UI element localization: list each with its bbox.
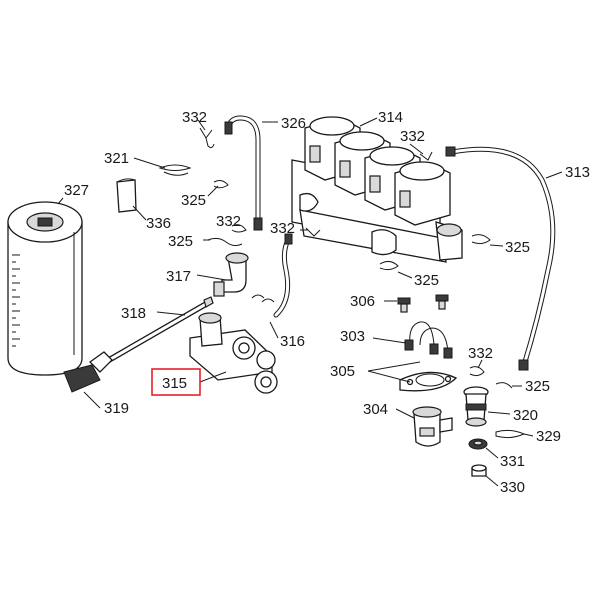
- label-325-a: 325: [181, 192, 206, 209]
- hose-313[interactable]: [445, 146, 556, 371]
- clip-332-b[interactable]: [231, 224, 247, 233]
- label-326: 326: [281, 115, 306, 132]
- end-part-319[interactable]: [63, 351, 113, 393]
- sleeve-336[interactable]: [116, 178, 137, 213]
- screws-306[interactable]: [397, 294, 449, 313]
- plate-305[interactable]: [399, 371, 458, 392]
- label-325-c: 325: [505, 239, 530, 256]
- clip-321[interactable]: [158, 164, 192, 176]
- label-314: 314: [378, 109, 403, 126]
- seal-331[interactable]: [468, 438, 488, 450]
- hose-316[interactable]: [251, 233, 293, 318]
- solenoid-block-314[interactable]: [291, 116, 463, 263]
- clip-325-a[interactable]: [213, 180, 229, 189]
- clip-332-d[interactable]: [305, 227, 321, 237]
- label-321: 321: [104, 150, 129, 167]
- label-317: 317: [166, 268, 191, 285]
- label-304: 304: [363, 401, 388, 418]
- label-306: 306: [350, 293, 375, 310]
- label-329: 329: [536, 428, 561, 445]
- clip-325-c[interactable]: [471, 234, 491, 245]
- clip-332-c[interactable]: [419, 151, 433, 161]
- label-332-a: 332: [182, 109, 207, 126]
- label-319: 319: [104, 400, 129, 417]
- clip-329[interactable]: [495, 429, 526, 439]
- clip-325-b[interactable]: [207, 237, 243, 247]
- label-332-e: 332: [468, 345, 493, 362]
- label-305: 305: [330, 363, 355, 380]
- label-316: 316: [280, 333, 305, 350]
- label-325-b: 325: [168, 233, 193, 250]
- clip-332-e[interactable]: [469, 366, 485, 377]
- label-336: 336: [146, 215, 171, 232]
- manifold-315[interactable]: [189, 312, 278, 394]
- label-327: 327: [64, 182, 89, 199]
- label-332-c: 332: [400, 128, 425, 145]
- label-303: 303: [340, 328, 365, 345]
- label-331: 331: [500, 453, 525, 470]
- label-332-b: 332: [216, 213, 241, 230]
- valve-304[interactable]: [412, 406, 453, 447]
- highlight-box-315: [151, 368, 201, 396]
- label-313: 313: [565, 164, 590, 181]
- water-tank-327[interactable]: [7, 201, 83, 376]
- label-315: 315: [162, 375, 187, 392]
- label-325-e: 325: [525, 378, 550, 395]
- valve-320[interactable]: [463, 386, 489, 427]
- elbow-317[interactable]: [213, 252, 249, 297]
- label-332-d: 332: [270, 220, 295, 237]
- wiring-303[interactable]: [404, 321, 453, 359]
- label-318: 318: [121, 305, 146, 322]
- clip-325-d[interactable]: [379, 260, 399, 271]
- label-330: 330: [500, 479, 525, 496]
- clip-332-a[interactable]: [199, 127, 215, 149]
- label-325-d: 325: [414, 272, 439, 289]
- hose-326[interactable]: [224, 115, 263, 231]
- ring-330[interactable]: [471, 464, 487, 477]
- clip-325-e[interactable]: [495, 382, 513, 389]
- label-320: 320: [513, 407, 538, 424]
